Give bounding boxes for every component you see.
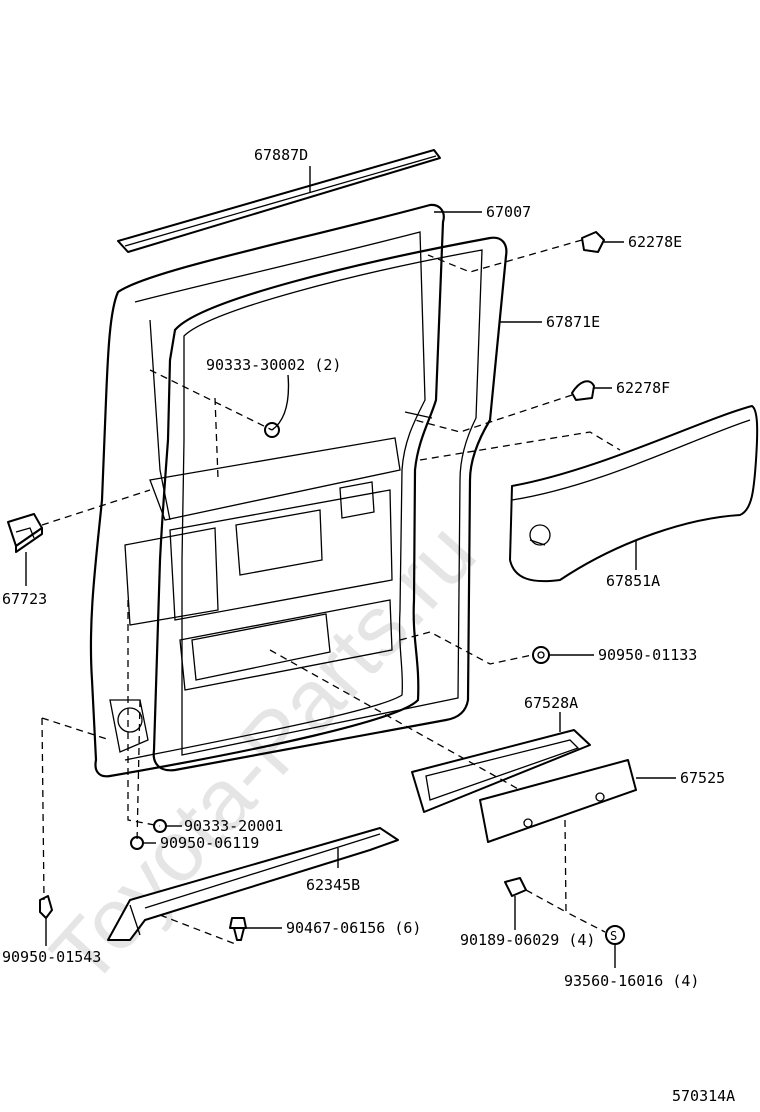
label-67525: 67525 — [680, 769, 725, 787]
label-90467-06156: 90467-06156 (6) — [286, 919, 421, 937]
part-67887D-weatherstrip — [117, 149, 441, 253]
label-90333-30002: 90333-30002 (2) — [206, 356, 341, 374]
label-90333-20001: 90333-20001 — [184, 817, 283, 835]
part-labels: 67887D 67007 62278E 67871E 90333-30002 (… — [2, 146, 735, 1105]
label-62345B: 62345B — [306, 876, 360, 894]
label-67723: 67723 — [2, 590, 47, 608]
label-67887D: 67887D — [254, 146, 308, 164]
label-67871E: 67871E — [546, 313, 600, 331]
label-67528A: 67528A — [524, 694, 578, 712]
part-90950-01133 — [532, 646, 550, 664]
part-90189-06029 — [504, 877, 527, 897]
part-62345B — [107, 827, 399, 941]
part-67723 — [7, 513, 43, 553]
part-67851A-trim — [509, 405, 759, 583]
part-90467-06156 — [229, 917, 247, 941]
label-90950-01543: 90950-01543 — [2, 948, 101, 966]
part-67525 — [479, 759, 637, 843]
dashed-guides — [41, 239, 621, 946]
label-90950-06119: 90950-06119 — [160, 834, 259, 852]
label-90189-06029: 90189-06029 (4) — [460, 931, 595, 949]
diagram-id: 570314A — [672, 1087, 735, 1105]
label-93560-16016: 93560-16016 (4) — [564, 972, 699, 990]
part-67007-door-panel — [89, 203, 445, 778]
part-90950-01543 — [39, 895, 53, 919]
label-62278F: 62278F — [616, 379, 670, 397]
part-67871E-weatherstrip — [152, 236, 508, 772]
label-62278E: 62278E — [628, 233, 682, 251]
part-62278E — [581, 231, 605, 253]
label-90950-01133: 90950-01133 — [598, 646, 697, 664]
label-67007: 67007 — [486, 203, 531, 221]
label-67851A: 67851A — [606, 572, 660, 590]
part-93560-16016: S — [605, 925, 625, 945]
leader-lines — [25, 166, 676, 968]
screw-symbol-label: S — [610, 929, 617, 943]
part-62278F — [571, 380, 595, 401]
part-67528A — [411, 729, 591, 813]
